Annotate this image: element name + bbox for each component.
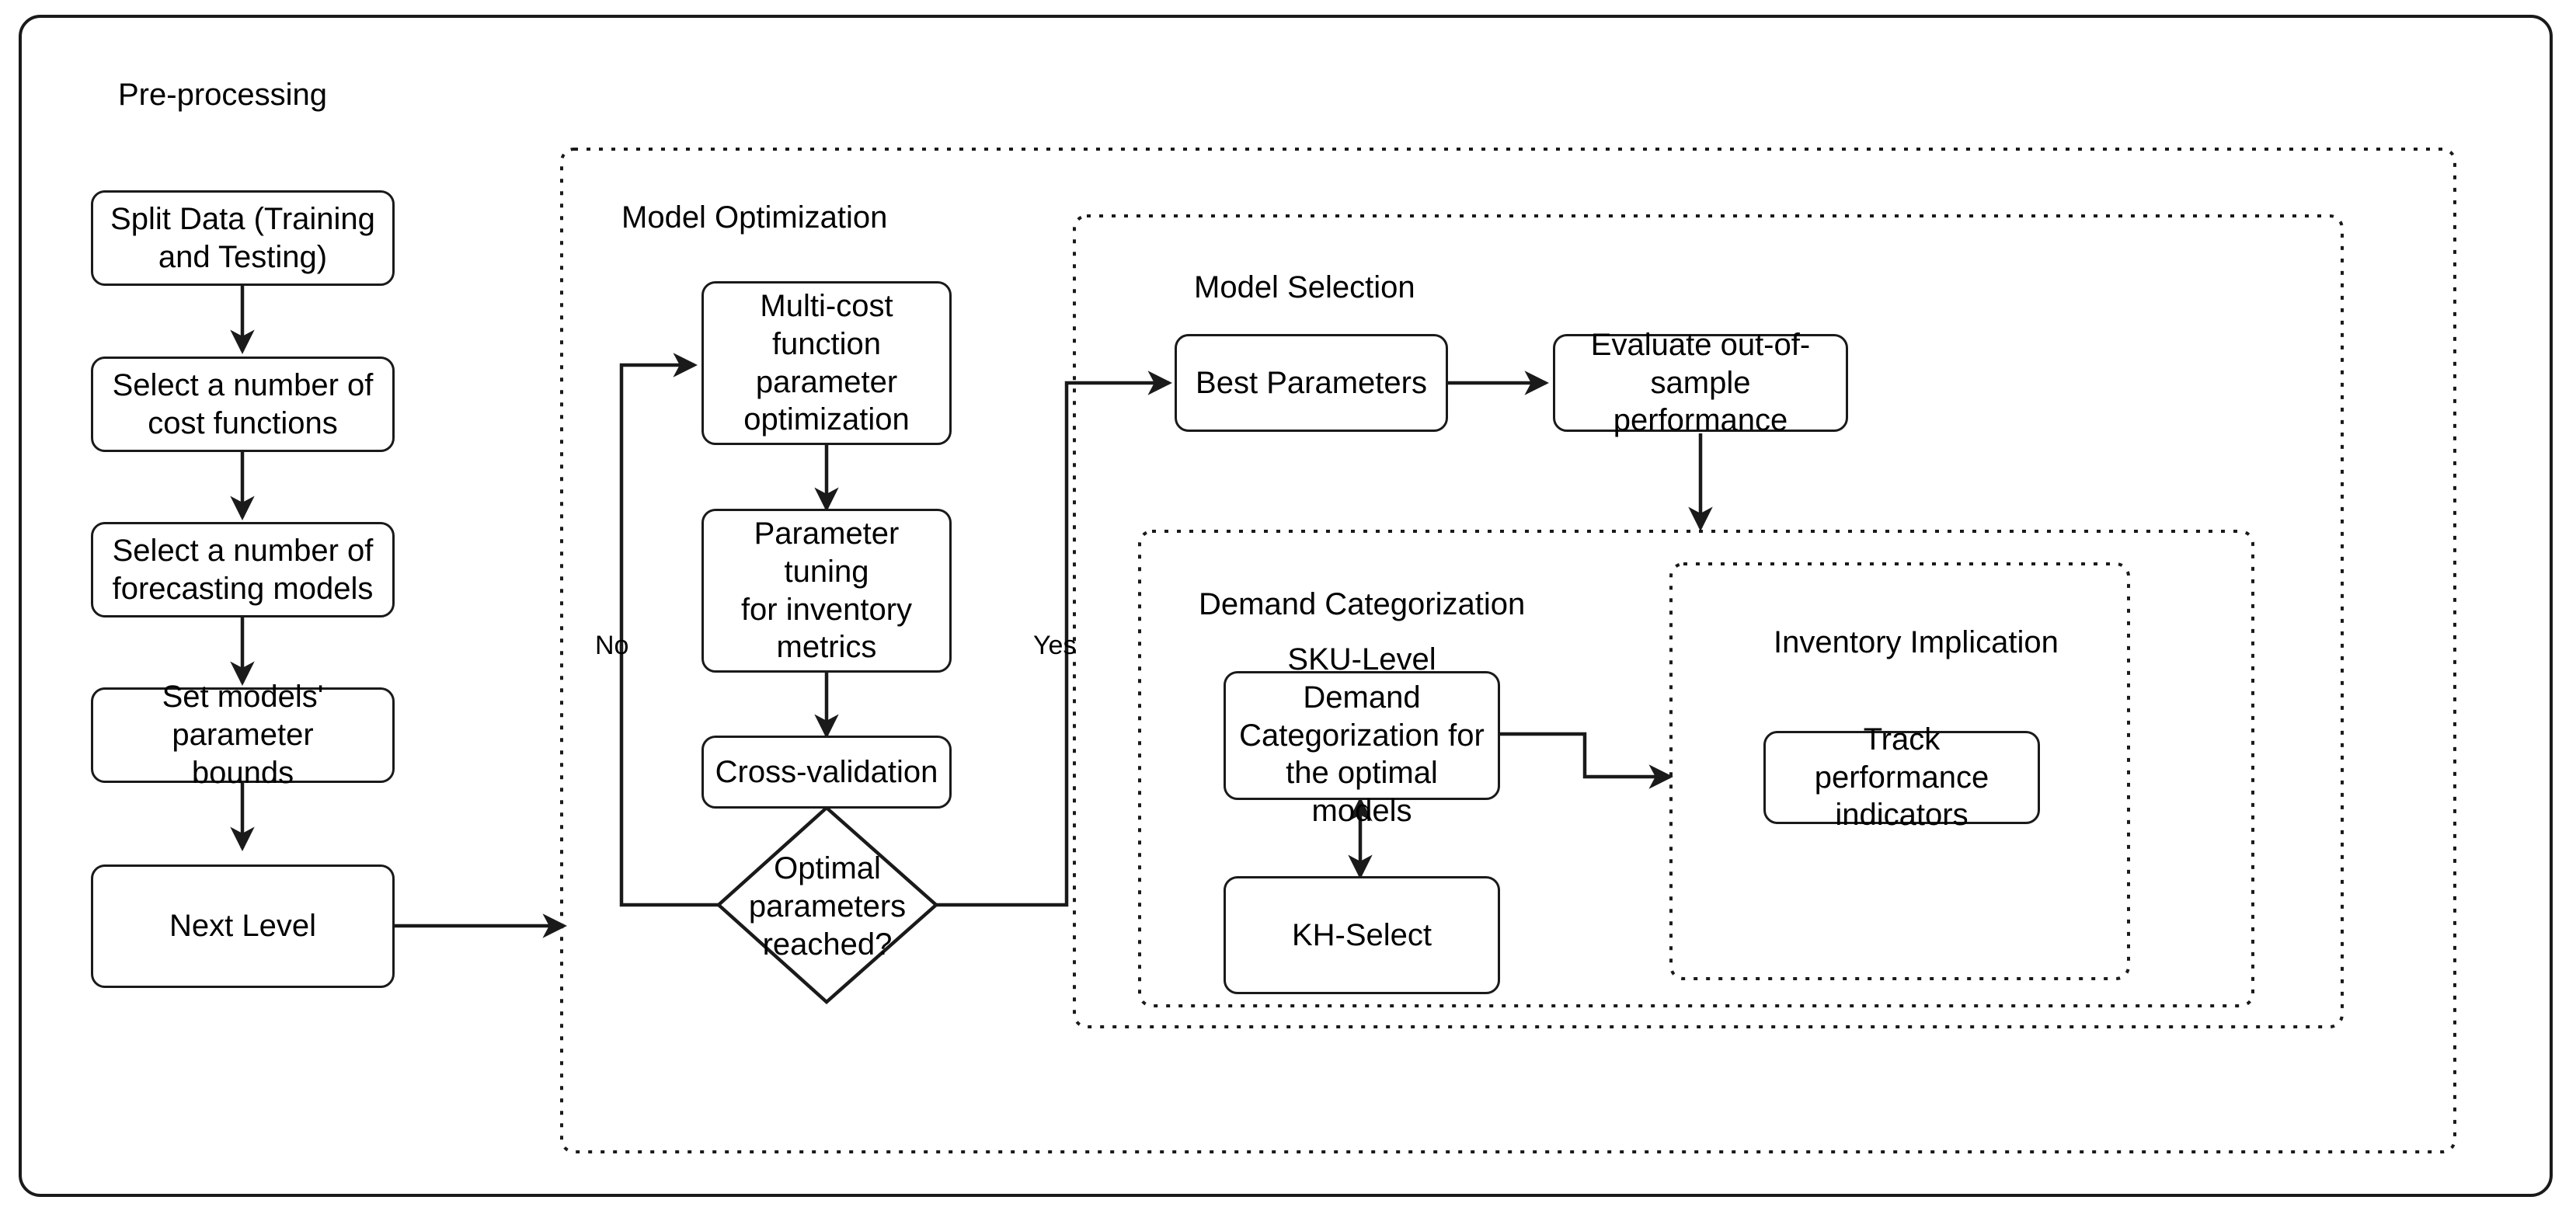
node-line: KH-Select [1291, 917, 1432, 952]
node-line: Optimal [774, 851, 881, 885]
node-select-cost-functions[interactable]: Select a number of cost functions [91, 357, 395, 452]
node-line: for inventory [740, 592, 913, 627]
node-split-data[interactable]: Split Data (Training and Testing) [91, 190, 395, 286]
node-line: Cross-validation [715, 754, 938, 789]
node-line: Track performance [1814, 722, 1989, 795]
node-kh-select[interactable]: KH-Select [1224, 876, 1500, 994]
node-next-level[interactable]: Next Level [91, 864, 395, 988]
node-line: and Testing) [158, 239, 328, 274]
node-parameter-tuning[interactable]: Parameter tuning for inventory metrics [701, 509, 952, 673]
edge-label-yes: Yes [1033, 631, 1077, 660]
group-label-model-selection: Model Selection [1194, 270, 1415, 304]
node-line: Set models' parameter [162, 680, 324, 753]
node-line: bounds [191, 755, 294, 790]
node-best-parameters[interactable]: Best Parameters [1175, 334, 1448, 432]
node-line: Parameter tuning [754, 516, 900, 589]
node-sku-level-demand-categorization[interactable]: SKU-Level Demand Categorization for the … [1224, 642, 1500, 828]
node-evaluate-out-of-sample[interactable]: Evaluate out-of- sample performance [1553, 328, 1848, 437]
edge-label-no: No [595, 631, 629, 660]
node-line: Select a number of [112, 533, 374, 568]
node-line: Best Parameters [1196, 365, 1427, 400]
node-line: sample performance [1613, 365, 1788, 438]
edge-sku-to-track [1500, 732, 1673, 789]
group-label-model-optimization: Model Optimization [621, 200, 888, 235]
node-line: Next Level [169, 909, 316, 944]
node-line: SKU-Level Demand [1287, 642, 1436, 715]
node-line: indicators [1835, 798, 1969, 833]
node-select-forecasting-models[interactable]: Select a number of forecasting models [91, 522, 395, 617]
node-line: Evaluate out-of- [1590, 327, 1811, 362]
group-label-pre-processing: Pre-processing [118, 78, 328, 112]
node-decision-optimal-parameters[interactable]: Optimal parameters reached? [719, 850, 936, 963]
node-track-performance-indicators[interactable]: Track performance indicators [1763, 722, 2040, 832]
group-label-demand-categorization: Demand Categorization [1199, 587, 1526, 621]
node-line: Select a number of [112, 367, 374, 402]
node-line: metrics [776, 630, 877, 665]
node-line: reached? [762, 927, 893, 962]
node-line: parameters [748, 889, 907, 924]
node-line: Multi-cost function [760, 288, 893, 361]
node-multi-cost-optimization[interactable]: Multi-cost function parameter optimizati… [701, 281, 952, 445]
node-line: forecasting models [112, 571, 374, 606]
node-line: Split Data (Training [110, 201, 375, 236]
node-line: parameter [755, 364, 898, 399]
group-label-inventory-implication: Inventory Implication [1774, 625, 2059, 659]
node-line: Categorization for [1239, 718, 1485, 753]
node-set-parameter-bounds[interactable]: Set models' parameter bounds [91, 680, 395, 790]
node-line: cost functions [148, 405, 338, 440]
node-line: the optimal models [1286, 756, 1438, 829]
node-line: optimization [743, 402, 910, 437]
node-cross-validation[interactable]: Cross-validation [701, 736, 952, 809]
